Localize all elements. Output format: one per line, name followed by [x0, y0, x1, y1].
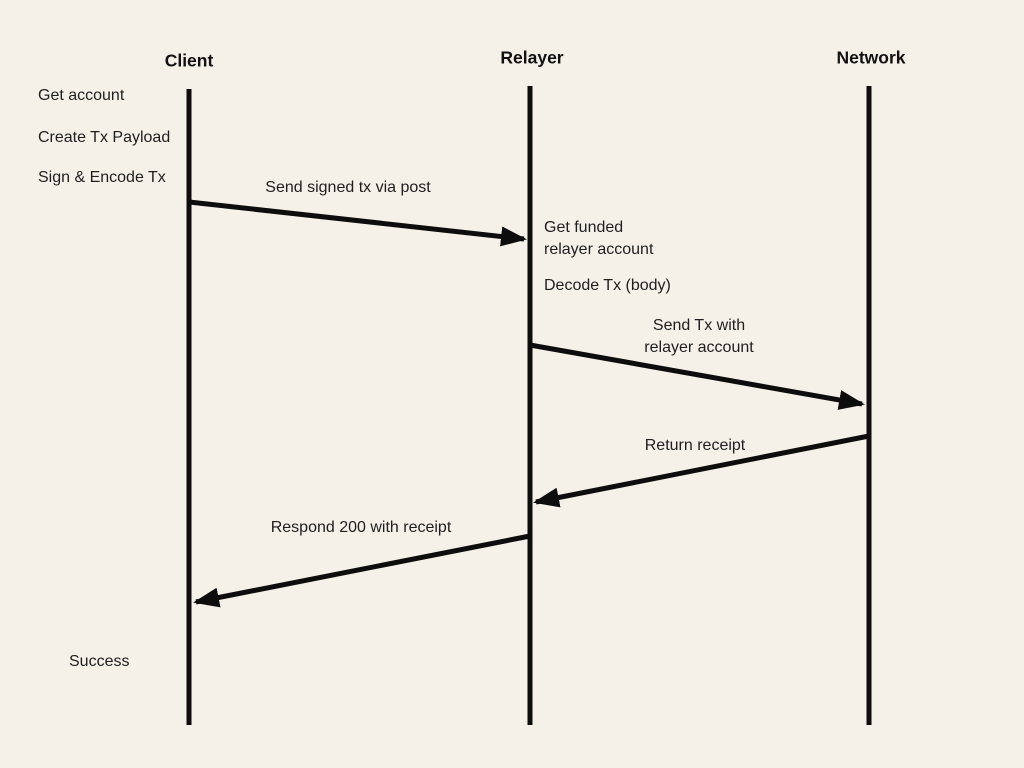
note-sign-encode-tx: Sign & Encode Tx	[38, 169, 166, 186]
note-get-funded-relayer-account: Get funded relayer account	[544, 219, 654, 258]
arrow-send-signed-tx	[188, 199, 527, 247]
message-label-return-receipt: Return receipt	[644, 437, 746, 454]
arrow-send-tx-relayer-account	[529, 342, 865, 410]
note-decode-tx-body: Decode Tx (body)	[544, 277, 671, 294]
arrow-respond-200	[193, 533, 531, 608]
message-label-respond-200: Respond 200 with receipt	[270, 519, 452, 536]
message-label-send-tx-relayer-account: Send Tx with relayer account	[644, 317, 754, 356]
note-create-tx-payload: Create Tx Payload	[38, 129, 171, 146]
note-success: Success	[69, 653, 130, 670]
actor-network: Network	[836, 47, 906, 68]
message-label-send-signed-tx: Send signed tx via post	[265, 179, 431, 196]
arrow-return-receipt	[533, 433, 870, 508]
actor-relayer: Relayer	[500, 47, 564, 68]
actor-client: Client	[164, 50, 214, 71]
note-get-account: Get account	[38, 87, 125, 104]
